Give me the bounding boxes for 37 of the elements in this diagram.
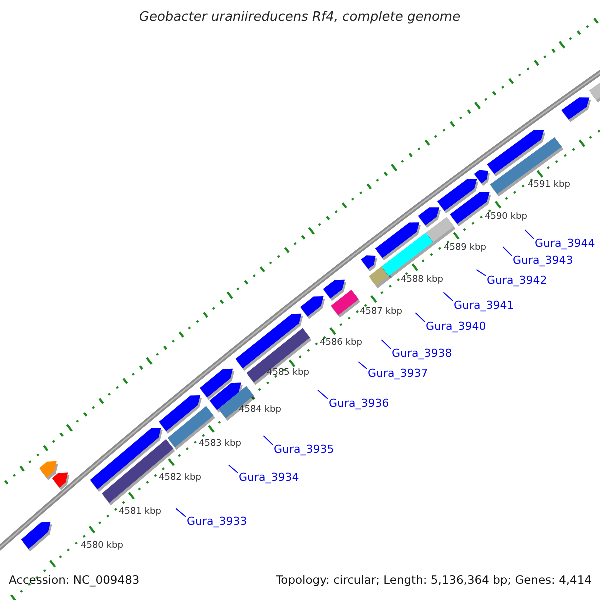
gene-label: Gura_3937 (368, 368, 428, 379)
scale-label: 4582 kbp (159, 474, 202, 483)
scale-label: 4591 kbp (528, 181, 570, 190)
leader-line (502, 246, 512, 256)
scale-label: 4584 kbp (239, 406, 282, 415)
leader-line (443, 292, 454, 302)
leader-line (228, 464, 238, 474)
scale-label: 4589 kbp (444, 244, 486, 253)
gene-label: Gura_3942 (487, 275, 548, 286)
scale-label: 4586 kbp (320, 339, 362, 348)
leader-line (318, 390, 328, 400)
scale-label: 4588 kbp (401, 276, 444, 285)
scale-label: 4581 kbp (119, 508, 162, 517)
leader-line (358, 361, 368, 370)
gene-label: Gura_3944 (535, 238, 596, 249)
leader-line (381, 340, 392, 350)
leader-line (476, 269, 486, 276)
gene-label: Gura_3943 (513, 255, 574, 266)
leader-line (415, 312, 426, 322)
scale-label: 4585 kbp (267, 369, 310, 378)
scale-label: 4583 kbp (199, 440, 242, 449)
gene-label: Gura_3936 (329, 398, 390, 409)
leader-line (524, 230, 534, 240)
scale-label: 4590 kbp (485, 213, 528, 222)
leader-line (263, 436, 274, 446)
genome-info-text: Topology: circular; Length: 5,136,364 bp; Genes: 4,414 (276, 575, 592, 586)
scale-label: 4587 kbp (360, 308, 402, 317)
diagram-title: Geobacter uraniireducens Rf4, complete genome (138, 11, 462, 24)
gene-label: Gura_3938 (392, 348, 452, 359)
leader-line (176, 508, 186, 518)
gene-label: Gura_3934 (239, 472, 300, 483)
gene-label: Gura_3935 (274, 444, 334, 455)
gene-label: Gura_3941 (454, 300, 514, 311)
accession-text: Accession: NC_009483 (9, 575, 140, 586)
gene-label: Gura_3940 (426, 321, 486, 332)
gene-label: Gura_3933 (187, 516, 248, 527)
scale-label: 4580 kbp (81, 542, 124, 551)
